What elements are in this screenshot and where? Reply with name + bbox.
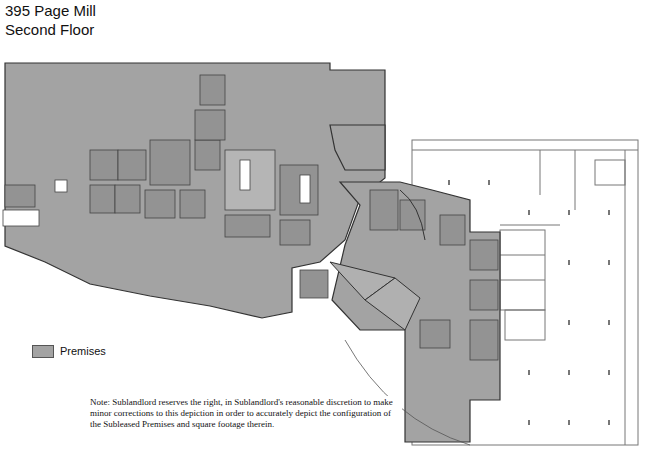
premises-area — [5, 63, 500, 442]
entry-gap — [3, 210, 39, 226]
curved-wall — [400, 190, 425, 240]
plan-title: 395 Page Mill — [5, 2, 96, 20]
disclaimer-note: Note: Sublandlord reserves the right, in… — [88, 396, 402, 431]
legend-label: Premises — [60, 345, 106, 357]
atrium-segment — [365, 278, 420, 330]
legend-swatch — [32, 345, 54, 358]
floor-label: Second Floor — [5, 21, 94, 39]
interior-rooms — [5, 75, 498, 360]
